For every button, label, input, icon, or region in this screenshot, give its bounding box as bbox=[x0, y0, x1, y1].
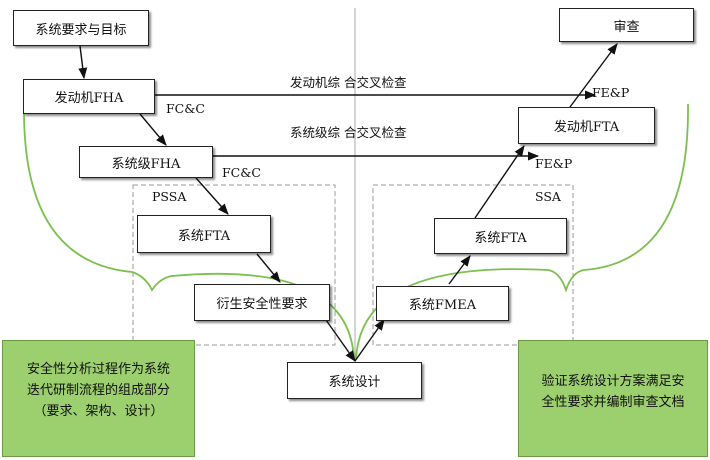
arrow-enginefta-to-review bbox=[569, 43, 618, 108]
arrow-fta-to-enginefta bbox=[474, 145, 525, 219]
box-engine-fha: 发动机FHA bbox=[23, 79, 155, 114]
label-system-cross-check: 系统级综 合交叉检查 bbox=[290, 125, 407, 140]
arrow-systemfha-to-fta bbox=[195, 177, 229, 215]
pssa-group-frame bbox=[132, 184, 336, 346]
arrow-derived-to-design bbox=[325, 319, 356, 362]
label-fep-2: FE&P bbox=[535, 156, 573, 171]
note-right-line-2: 全性要求并编制审查文档 bbox=[541, 395, 685, 410]
box-system-fta-left: 系统FTA bbox=[137, 215, 271, 253]
arrow-enginefha-to-systemfha bbox=[139, 113, 167, 146]
note-left: 安全性分析过程作为系统 迭代研制流程的组成部分 （要求、架构、设计） bbox=[2, 340, 195, 457]
box-review: 审查 bbox=[559, 8, 694, 42]
box-requirements-goals: 系统要求与目标 bbox=[13, 10, 149, 46]
note-left-line-3: （要求、架构、设计） bbox=[33, 404, 164, 419]
note-left-line-1: 安全性分析过程作为系统 bbox=[26, 362, 170, 377]
label-ssa: SSA bbox=[535, 189, 561, 204]
label-fcc-1: FC&C bbox=[166, 101, 205, 116]
arrow-design-to-fmea bbox=[354, 319, 385, 362]
box-system-design: 系统设计 bbox=[287, 362, 422, 399]
ssa-group-frame bbox=[372, 184, 574, 346]
label-engine-cross-check: 发动机综 合交叉检查 bbox=[290, 75, 407, 90]
arrow-fta-to-derived bbox=[256, 253, 281, 283]
arrow-req-to-enginefha bbox=[78, 45, 88, 80]
box-system-fmea: 系统FMEA bbox=[376, 286, 509, 321]
arrow-fmea-to-fta bbox=[448, 255, 471, 285]
note-right: 验证系统设计方案满足安 全性要求并编制审查文档 bbox=[518, 340, 708, 457]
box-engine-fta: 发动机FTA bbox=[518, 107, 655, 144]
box-derived-safety-requirements: 衍生安全性要求 bbox=[194, 284, 330, 321]
label-fcc-2: FC&C bbox=[222, 165, 261, 180]
box-system-fha: 系统级FHA bbox=[79, 146, 213, 178]
label-pssa: PSSA bbox=[152, 189, 187, 204]
label-fep-1: FE&P bbox=[592, 85, 630, 100]
box-system-fta-right: 系统FTA bbox=[434, 218, 567, 254]
note-right-line-1: 验证系统设计方案满足安 bbox=[541, 374, 685, 389]
note-left-line-2: 迭代研制流程的组成部分 bbox=[26, 383, 170, 398]
